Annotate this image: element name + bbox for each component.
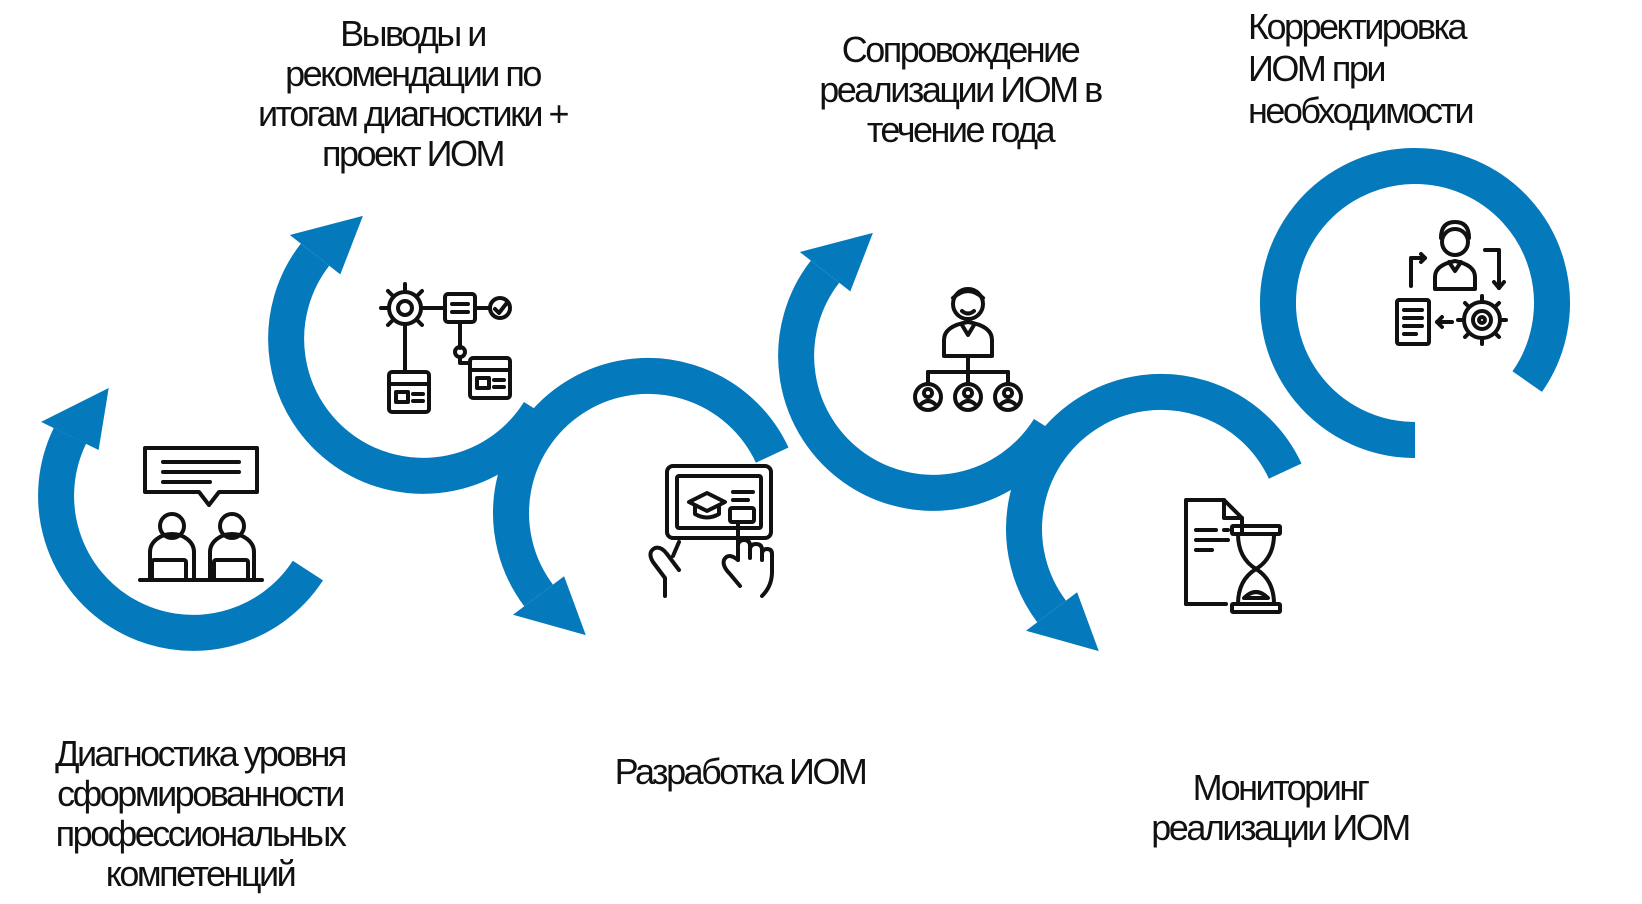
tablet-graduation-icon: [648, 464, 774, 598]
person-hierarchy-icon: [913, 287, 1023, 412]
arc-support-head: [799, 232, 873, 292]
step-label-monitoring: Мониторинг реализации ИОМ: [1151, 767, 1411, 848]
arc-conclusions-head: [289, 215, 363, 275]
step-label-support: Сопровождение реализации ИОМ в течение г…: [819, 29, 1103, 150]
document-hourglass-icon: [1184, 498, 1282, 614]
step-icons: [138, 220, 1508, 614]
arc-conclusions: [268, 243, 555, 494]
arrow-arcs: [38, 148, 1570, 651]
person-gear-document-cycle-icon: [1395, 220, 1508, 346]
two-people-laptop-speech-icon: [138, 446, 264, 582]
arc-development-head: [513, 576, 586, 636]
arc-correction: [1260, 148, 1570, 458]
arc-development: [493, 357, 789, 607]
gear-flowchart-icon: [379, 282, 512, 414]
step-label-development: Разработка ИОМ: [614, 751, 868, 792]
step-label-conclusions: Выводы и рекомендации по итогам диагност…: [258, 13, 569, 174]
arc-support: [778, 260, 1065, 511]
arrow-heads: [41, 215, 1099, 652]
step-label-correction: Корректировка ИОМ при необходимости: [1248, 6, 1475, 131]
arc-diagnostics-head: [41, 388, 109, 450]
step-label-diagnostics: Диагностика уровня сформированности проф…: [55, 733, 347, 894]
arc-monitoring: [1006, 373, 1302, 623]
arc-monitoring-head: [1026, 592, 1099, 652]
arc-diagnostics: [38, 428, 323, 651]
